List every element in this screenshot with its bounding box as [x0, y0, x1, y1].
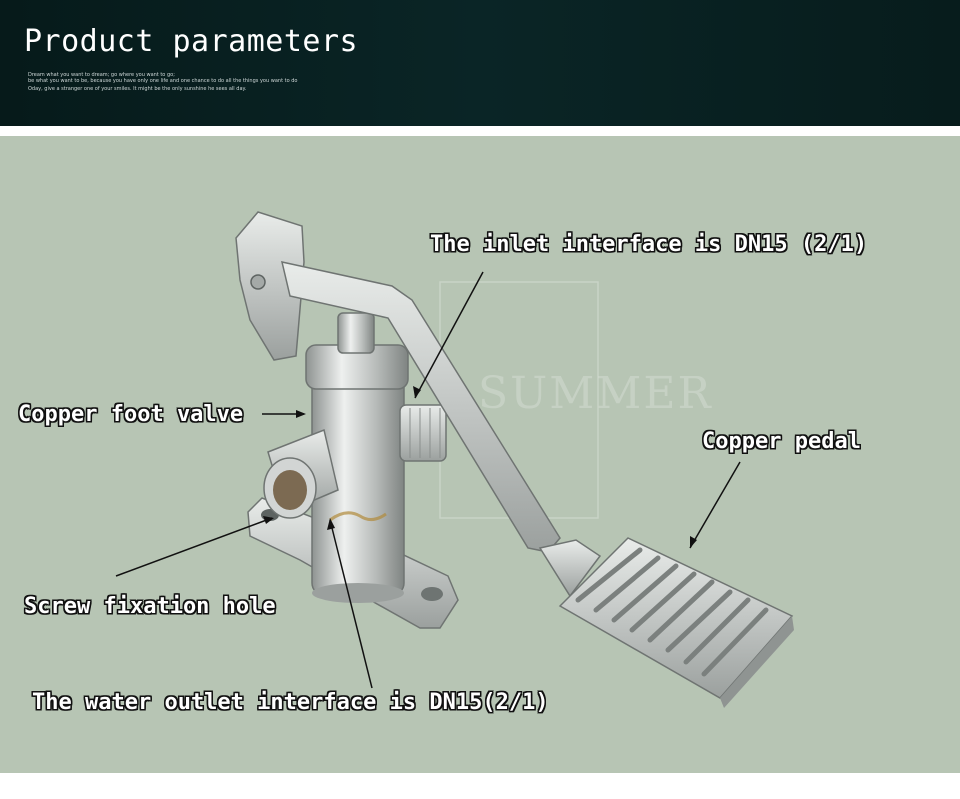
divider: [0, 126, 960, 136]
leader-outlet: [329, 519, 373, 689]
watermark-text: SUMMER: [478, 368, 713, 419]
page-title: Product parameters: [24, 24, 359, 59]
valve-stem: [337, 312, 375, 354]
tagline-line-3: Oday, give a stranger one of your smiles…: [28, 86, 247, 92]
screw-hole-right: [421, 587, 443, 601]
inlet-pipe: [399, 404, 447, 462]
label-screw-fixation-hole: Screw fixation hole: [24, 594, 276, 619]
leader-inlet: [414, 271, 484, 399]
tagline-line-2: be what you want to be, because you have…: [28, 78, 298, 84]
leader-pedal: [689, 461, 741, 549]
leader-arrowheads: [263, 386, 697, 548]
outlet-pipe: [263, 428, 339, 519]
leader-screw-hole: [115, 517, 273, 577]
pivot-screw: [250, 274, 266, 290]
tagline-line-1: Dream what you want to dream; go where y…: [28, 72, 175, 78]
header-banner: Product parameters Dream what you want t…: [0, 0, 960, 126]
label-water-outlet-interface: The water outlet interface is DN15(2/1): [32, 690, 549, 715]
pivot-bracket: [235, 211, 305, 361]
outlet-opening: [273, 470, 307, 510]
pedal: [538, 537, 794, 708]
label-copper-pedal: Copper pedal: [702, 429, 861, 454]
leader-lines: [115, 271, 741, 689]
footer-divider: [0, 773, 960, 799]
label-inlet-interface: The inlet interface is DN15 (2/1): [430, 232, 868, 257]
label-copper-foot-valve: Copper foot valve: [18, 402, 244, 427]
